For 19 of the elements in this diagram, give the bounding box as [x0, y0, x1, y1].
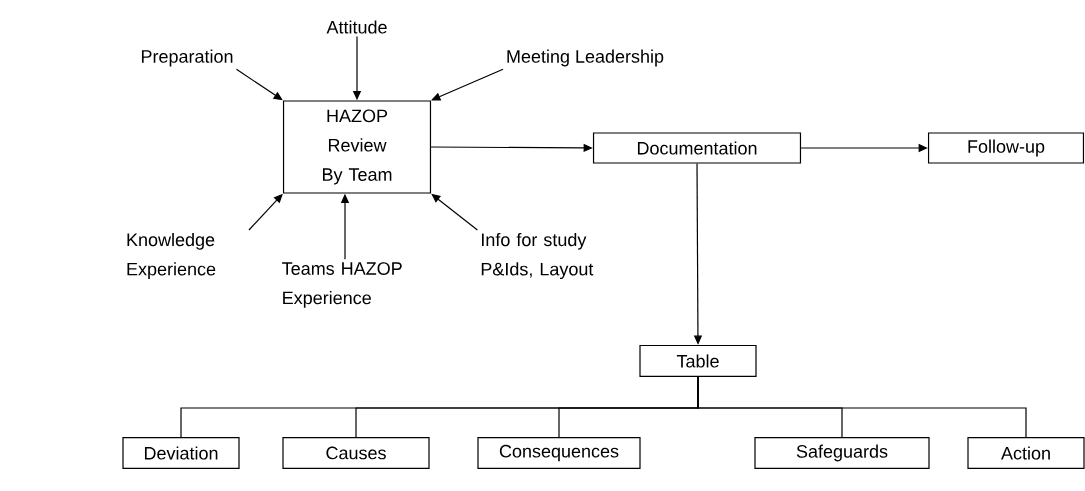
input-label: Attitude [326, 20, 387, 34]
process-box: Follow-up [927, 132, 1085, 164]
arrow [235, 68, 283, 101]
input-label: Info for study P&Ids, Layout [481, 232, 594, 280]
process-box: Safeguards [754, 436, 930, 470]
process-box: Action [967, 436, 1085, 470]
process-box: Documentation [592, 132, 802, 164]
process-box: Consequences [477, 436, 641, 470]
arrow [431, 193, 478, 231]
input-label: Knowledge Experience [127, 232, 216, 280]
connector-line [697, 376, 1027, 438]
process-box: Deviation [122, 436, 240, 470]
input-label: Meeting Leadership [507, 49, 664, 67]
input-label: Preparation [141, 49, 233, 67]
input-label: Teams HAZOP Experience [282, 262, 402, 308]
process-box: HAZOP Review By Team [282, 100, 432, 194]
arrow [431, 68, 504, 101]
process-box: Causes [282, 436, 430, 470]
process-box: Table [639, 344, 757, 378]
